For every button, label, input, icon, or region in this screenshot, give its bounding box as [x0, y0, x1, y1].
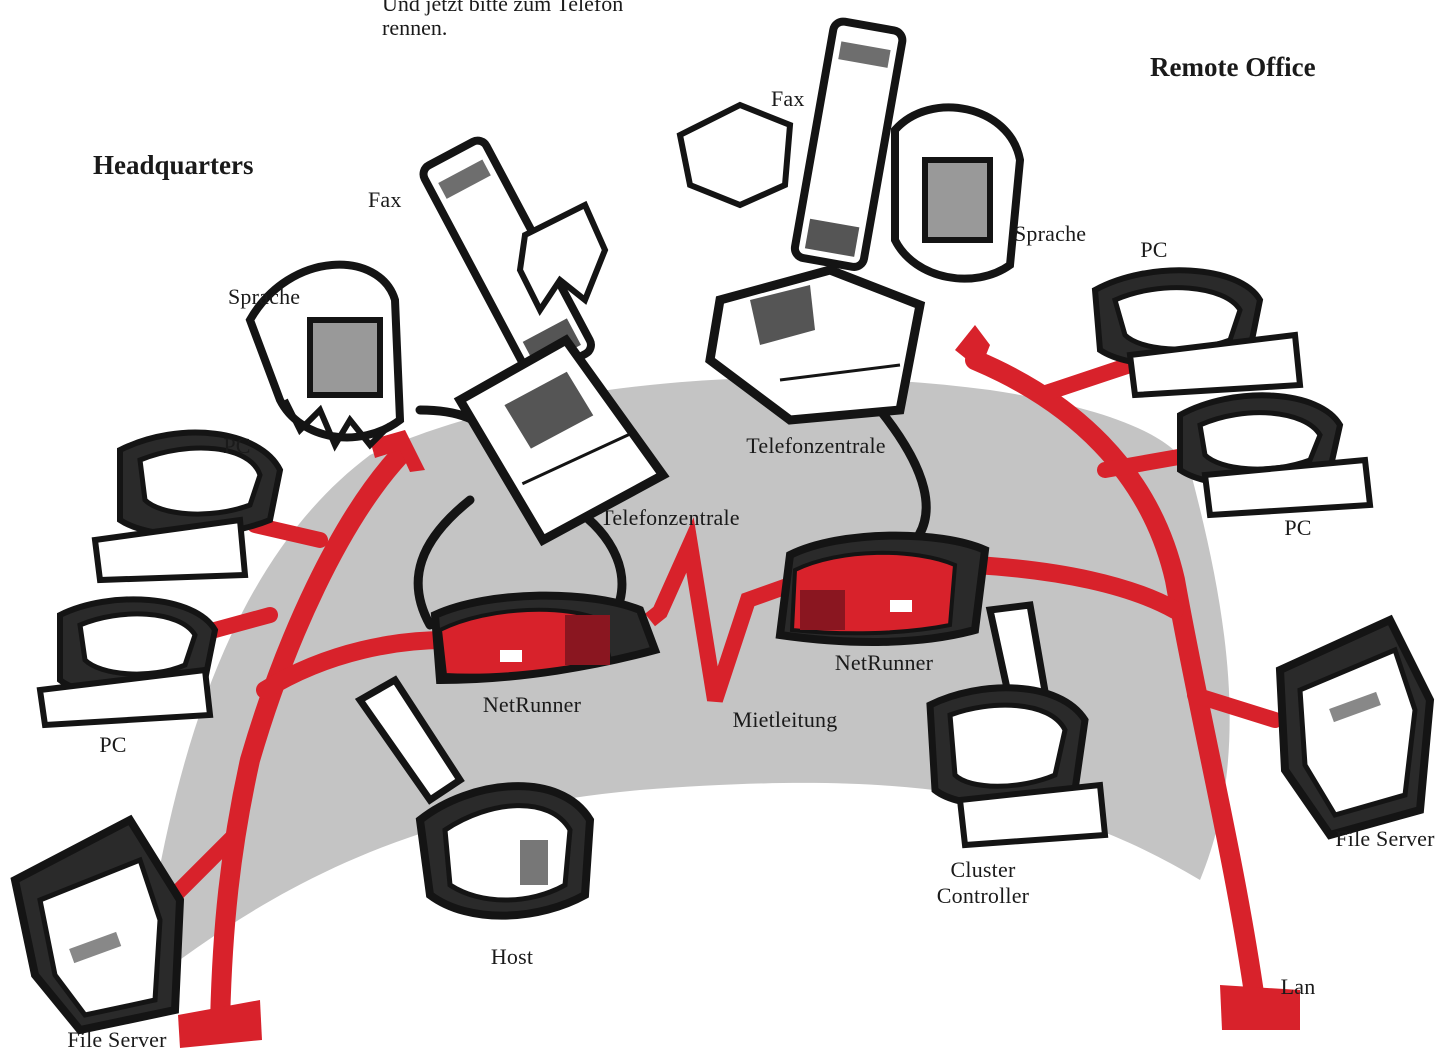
remote-pc-top	[1095, 270, 1300, 395]
headquarters-heading: Headquarters	[93, 150, 253, 181]
remote-pbx-label: Telefonzentrale	[746, 433, 885, 459]
remote-file-server-label: File Server	[1335, 826, 1434, 852]
hq-host-label: Host	[491, 944, 533, 970]
remote-phone-handset	[895, 107, 1020, 278]
hq-pc-top	[95, 433, 280, 580]
remote-pc-bottom-label: PC	[1284, 515, 1311, 541]
leased-line-label: Mietleitung	[733, 707, 838, 733]
intro-line-1: Und jetzt bitte zum Telefon	[382, 0, 623, 16]
remote-pc-top-label: PC	[1140, 237, 1167, 263]
hq-pbx-label: Telefonzentrale	[600, 505, 739, 531]
remote-fax-label: Fax	[771, 86, 805, 112]
intro-text: Und jetzt bitte zum Telefon rennen.	[382, 0, 623, 40]
remote-pc-bottom	[1180, 395, 1370, 515]
intro-line-2: rennen.	[382, 16, 623, 40]
remote-fax-device	[793, 20, 904, 269]
remote-lan-label: Lan	[1281, 974, 1316, 1000]
remote-netrunner-device	[780, 536, 985, 642]
remote-office-heading: Remote Office	[1150, 52, 1316, 83]
remote-voice-label: Sprache	[1014, 221, 1086, 247]
remote-netrunner-label: NetRunner	[835, 650, 933, 676]
remote-file-server	[1280, 620, 1430, 835]
remote-cluster-controller-label: Cluster Controller	[937, 857, 1029, 909]
hq-file-server-label: File Server	[67, 1027, 166, 1053]
network-cloud	[140, 378, 1230, 990]
hq-pc-bottom	[40, 599, 215, 725]
hq-file-server	[15, 820, 180, 1030]
hq-pc-top-label: PC	[223, 433, 250, 459]
remote-fax-paper	[680, 105, 790, 205]
hq-pc-bottom-label: PC	[99, 732, 126, 758]
hq-netrunner-label: NetRunner	[483, 692, 581, 718]
hq-voice-label: Sprache	[228, 284, 300, 310]
hq-fax-label: Fax	[368, 187, 402, 213]
